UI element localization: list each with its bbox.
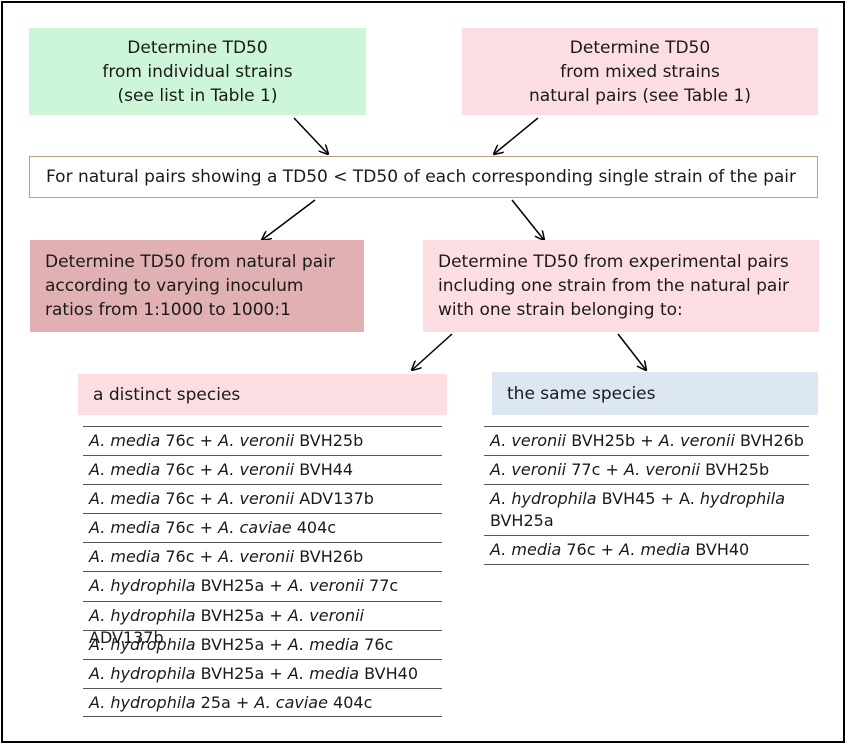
list-item: A. hydrophila 25a + A. caviae 404c xyxy=(83,687,442,717)
arrow-mid-right xyxy=(511,199,544,240)
list-item: A. media 76c + A. caviae 404c xyxy=(83,513,442,542)
condition-text: For natural pairs showing a TD50 < TD50 … xyxy=(46,167,797,187)
same-species-header: the same species xyxy=(492,372,818,415)
natural-pair-ratio-box: Determine TD50 from natural pair accordi… xyxy=(30,240,364,332)
box-line: including one strain from the natural pa… xyxy=(438,276,790,296)
list-item: A. media 76c + A. veronii BVH44 xyxy=(83,455,442,484)
box-line: with one strain belonging to: xyxy=(438,300,683,320)
list-item: A. hydrophila BVH25a + A. media 76c xyxy=(83,629,442,659)
experimental-pairs-box: Determine TD50 from experimental pairs i… xyxy=(423,240,819,332)
list-item: A. media 76c + A. veronii BVH25b xyxy=(83,426,442,455)
list-item: A. hydrophila BVH25a + A. media BVH40 xyxy=(83,658,442,688)
box-line: (see list in Table 1) xyxy=(117,85,278,106)
list-item: A. media 76c + A. veronii BVH26b xyxy=(83,542,442,571)
list-item: A. media 76c + A. veronii ADV137b xyxy=(83,484,442,513)
arrow-top-left xyxy=(293,117,328,154)
same-species-list: A. veronii BVH25b + A. veronii BVH26b A.… xyxy=(484,426,809,565)
list-item: A. hydrophila BVH25a + A. veronii ADV137… xyxy=(83,600,442,647)
natural-pairs-condition-box: For natural pairs showing a TD50 < TD50 … xyxy=(29,156,818,198)
arrow-mid-left xyxy=(262,199,316,240)
distinct-species-list: A. media 76c + A. veronii BVH25b A. medi… xyxy=(83,426,442,717)
header-text: the same species xyxy=(507,383,656,404)
box-line: Determine TD50 xyxy=(569,37,711,58)
header-text: a distinct species xyxy=(93,384,241,405)
mixed-strains-box: Determine TD50 from mixed strains natura… xyxy=(462,28,818,115)
arrow-low-right xyxy=(617,333,646,370)
distinct-species-header: a distinct species xyxy=(78,374,447,415)
box-line: Determine TD50 from experimental pairs xyxy=(438,252,789,272)
list-item: A. hydrophila BVH45 + A. hydrophila BVH2… xyxy=(484,484,809,535)
individual-strains-box: Determine TD50 from individual strains (… xyxy=(29,28,366,115)
list-item: A. media 76c + A. media BVH40 xyxy=(484,535,809,565)
box-line: from individual strains xyxy=(102,61,293,82)
list-item: A. veronii 77c + A. veronii BVH25b xyxy=(484,455,809,484)
box-line: from mixed strains xyxy=(560,61,720,82)
box-line: according to varying inoculum xyxy=(45,276,304,296)
box-line: natural pairs (see Table 1) xyxy=(529,85,751,106)
arrow-low-left xyxy=(412,333,453,370)
box-line: ratios from 1:1000 to 1000:1 xyxy=(45,300,291,320)
list-item: A. veronii BVH25b + A. veronii BVH26b xyxy=(484,426,809,455)
list-item: A. hydrophila BVH25a + A. veronii 77c xyxy=(83,571,442,600)
box-line: Determine TD50 xyxy=(127,37,268,58)
arrow-top-right xyxy=(494,117,539,154)
box-line: Determine TD50 from natural pair xyxy=(45,252,335,272)
